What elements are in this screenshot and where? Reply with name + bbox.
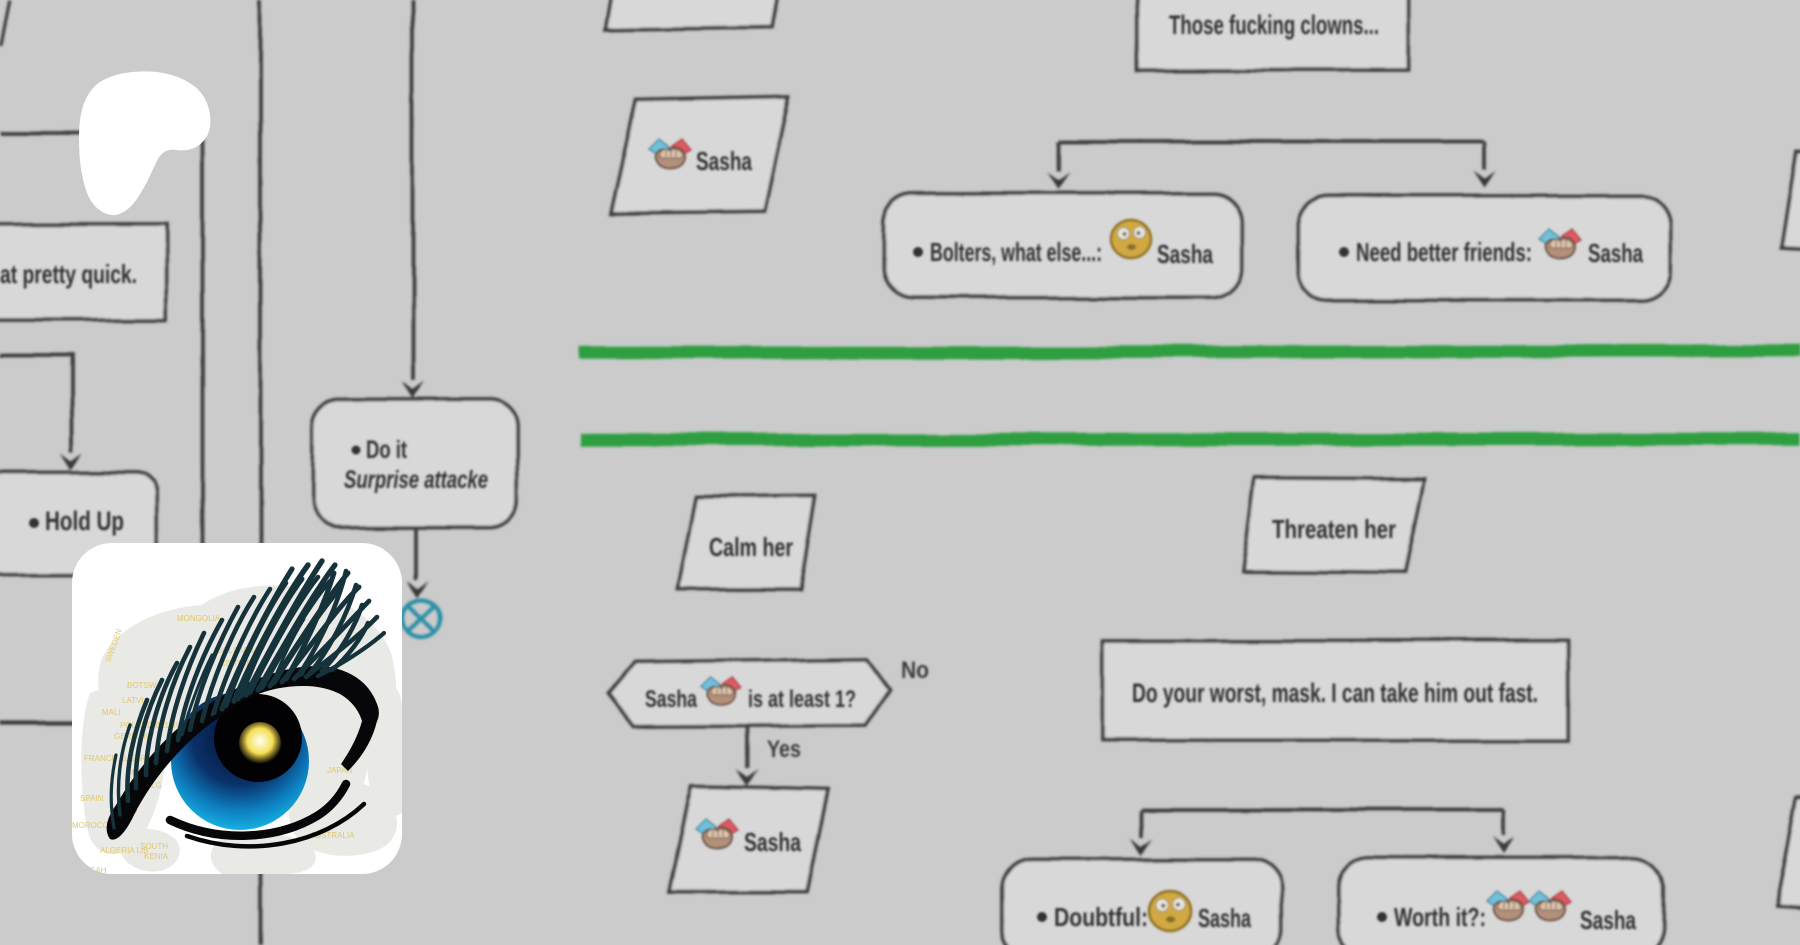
- svg-text:Do it: Do it: [366, 436, 407, 464]
- svg-text:JAPAN: JAPAN: [327, 766, 352, 775]
- svg-text:Surprise attacke: Surprise attacke: [344, 466, 488, 494]
- svg-text:SAH: SAH: [90, 866, 107, 875]
- svg-text:No: No: [901, 657, 929, 684]
- svg-text:Sasha: Sasha: [1198, 903, 1251, 933]
- svg-text:Doubtful:: Doubtful:: [1054, 902, 1148, 932]
- svg-text:CE TRIES: CE TRIES: [220, 659, 257, 668]
- svg-text:Sasha: Sasha: [645, 686, 697, 713]
- svg-text:Sasha: Sasha: [1157, 239, 1213, 269]
- svg-text:MOROCCO: MOROCCO: [72, 821, 115, 830]
- svg-text:Sasha: Sasha: [1588, 238, 1643, 268]
- svg-text:Need better friends:: Need better friends:: [1356, 237, 1532, 267]
- svg-text:MALI: MALI: [102, 708, 121, 717]
- svg-text:Bolters, what else...:: Bolters, what else...:: [930, 237, 1102, 267]
- svg-text:KENIA: KENIA: [144, 852, 169, 861]
- svg-text:SPAIN: SPAIN: [80, 794, 104, 803]
- svg-text:AUSTRALIA: AUSTRALIA: [310, 831, 355, 840]
- svg-text:Those fucking clowns...: Those fucking clowns...: [1169, 10, 1379, 40]
- svg-text:Sasha: Sasha: [744, 827, 801, 857]
- svg-text:ALGERIA LIB: ALGERIA LIB: [100, 846, 148, 855]
- svg-text:is at least 1?: is at least 1?: [748, 686, 856, 713]
- svg-text:BOTSWA: BOTSWA: [127, 681, 162, 690]
- svg-text:Hold Up: Hold Up: [45, 506, 124, 536]
- svg-text:Do your worst, mask. I can tak: Do your worst, mask. I can take him out …: [1132, 678, 1538, 708]
- svg-text:LATVIA: LATVIA: [122, 696, 150, 705]
- svg-text:SOUTH: SOUTH: [140, 842, 168, 851]
- svg-text:Yes: Yes: [767, 736, 801, 763]
- svg-text:Calm her: Calm her: [709, 532, 793, 562]
- svg-text:Threaten her: Threaten her: [1272, 514, 1396, 544]
- svg-text:MONGOLIA: MONGOLIA: [177, 614, 221, 623]
- svg-text:Sasha: Sasha: [696, 146, 752, 176]
- svg-text:Sasha: Sasha: [1580, 905, 1636, 935]
- svg-text:at pretty quick.: at pretty quick.: [0, 259, 137, 289]
- svg-text:FRANCE AUSTRAL UKRA: FRANCE AUSTRAL UKRA: [84, 754, 180, 763]
- svg-text:Worth it?:: Worth it?:: [1394, 902, 1486, 932]
